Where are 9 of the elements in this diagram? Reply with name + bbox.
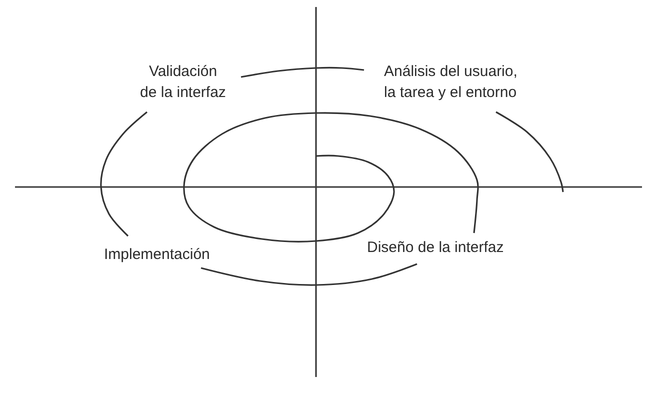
spiral-arc — [183, 112, 479, 242]
phase-label: Implementación — [104, 245, 211, 265]
phase-label: Análisis del usuario, la tarea y el entorno — [384, 62, 518, 103]
spiral-arc — [496, 111, 564, 192]
phase-label: Diseño de la interfaz — [367, 238, 505, 258]
phase-label: Validación de la interfaz — [139, 62, 227, 103]
spiral-arc — [100, 111, 148, 237]
spiral-arc — [240, 66, 364, 78]
spiral-arc — [200, 263, 418, 286]
